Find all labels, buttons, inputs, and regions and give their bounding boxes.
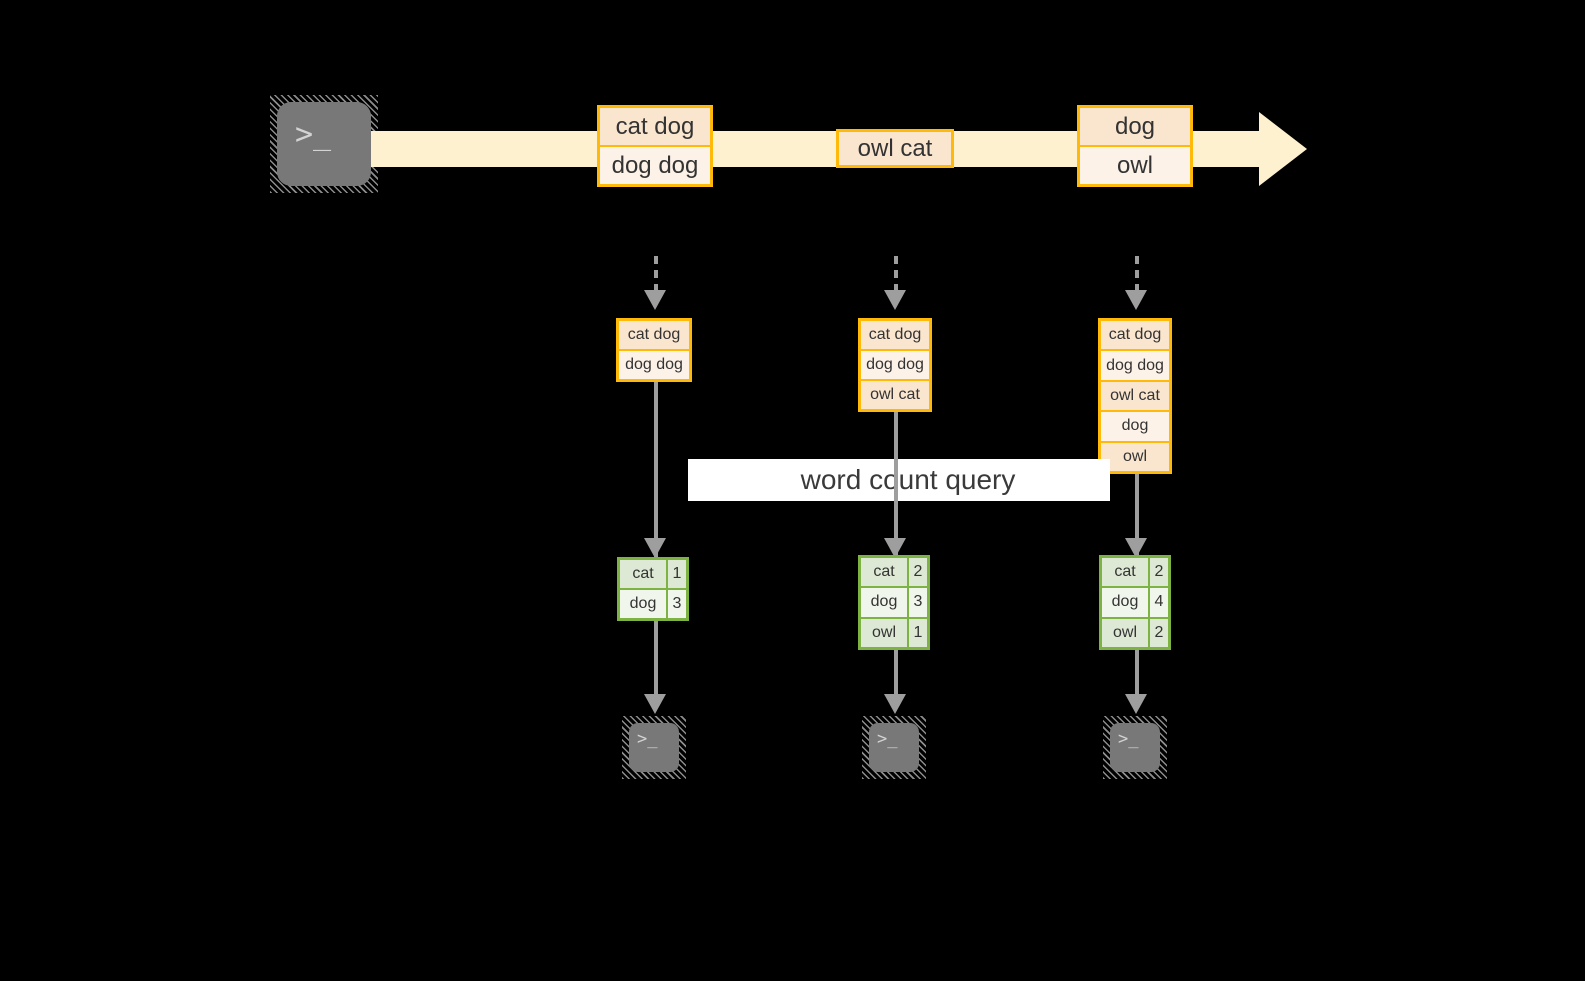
snapshot-trigger-arrowhead-icon-3 xyxy=(1125,290,1147,310)
source-terminal-icon: >_ xyxy=(270,95,378,193)
stream-event-line: owl cat xyxy=(839,132,951,165)
table-row: cat 1 xyxy=(620,560,686,590)
snapshot-row: cat dog xyxy=(861,321,929,351)
result-count: 1 xyxy=(668,560,686,588)
snapshot-row: dog dog xyxy=(1101,351,1169,382)
stream-arrow-head-icon xyxy=(1259,112,1307,186)
query-arrowhead-icon-1 xyxy=(644,538,666,558)
query-arrowhead-icon-3 xyxy=(1125,538,1147,558)
terminal-prompt-glyph: >_ xyxy=(1118,729,1139,749)
result-word: dog xyxy=(620,590,668,618)
stream-event-line: dog dog xyxy=(600,147,710,184)
sink-connector-3 xyxy=(1135,650,1139,697)
query-label: word count query xyxy=(800,464,1016,495)
sink-terminal-icon-1: >_ xyxy=(622,716,686,779)
snapshot-table-1: cat dog dog dog xyxy=(616,318,692,382)
sink-arrowhead-icon-2 xyxy=(884,694,906,714)
table-row: dog 4 xyxy=(1102,588,1168,619)
result-word: dog xyxy=(861,588,909,617)
result-word: owl xyxy=(1102,618,1150,647)
snapshot-row: owl cat xyxy=(861,381,929,409)
terminal-body xyxy=(1110,723,1160,772)
result-table-3: cat 2 dog 4 owl 2 xyxy=(1099,555,1171,650)
stream-event-3: dog owl xyxy=(1077,105,1193,187)
result-count: 2 xyxy=(1150,558,1168,587)
snapshot-trigger-connector-3 xyxy=(1135,256,1139,292)
result-word: cat xyxy=(861,558,909,587)
query-arrowhead-icon-2 xyxy=(884,538,906,558)
query-connector-3 xyxy=(1135,474,1139,558)
result-count: 4 xyxy=(1150,588,1168,617)
result-word: dog xyxy=(1102,588,1150,617)
terminal-prompt-glyph: >_ xyxy=(637,729,658,749)
snapshot-trigger-arrowhead-icon-2 xyxy=(884,290,906,310)
table-row: cat 2 xyxy=(1102,558,1168,589)
table-row: owl 1 xyxy=(861,618,927,647)
snapshot-row: dog dog xyxy=(861,351,929,381)
sink-arrowhead-icon-1 xyxy=(644,694,666,714)
stream-event-1: cat dog dog dog xyxy=(597,105,713,187)
result-word: cat xyxy=(620,560,668,588)
sink-connector-1 xyxy=(654,621,658,697)
snapshot-table-3: cat dog dog dog owl cat dog owl xyxy=(1098,318,1172,474)
snapshot-trigger-connector-2 xyxy=(894,256,898,292)
snapshot-row: owl xyxy=(1101,442,1169,472)
result-count: 3 xyxy=(668,590,686,618)
result-word: cat xyxy=(1102,558,1150,587)
snapshot-row: cat dog xyxy=(619,321,689,351)
query-connector-1 xyxy=(654,382,658,558)
query-label-band: word count query xyxy=(688,459,1110,501)
sink-terminal-icon-2: >_ xyxy=(862,716,926,779)
result-table-1: cat 1 dog 3 xyxy=(617,557,689,621)
snapshot-row: dog dog xyxy=(619,351,689,379)
table-row: cat 2 xyxy=(861,558,927,589)
result-word: owl xyxy=(861,618,909,647)
snapshot-table-2: cat dog dog dog owl cat xyxy=(858,318,932,412)
terminal-prompt-glyph: >_ xyxy=(877,729,898,749)
sink-terminal-icon-3: >_ xyxy=(1103,716,1167,779)
snapshot-trigger-arrowhead-icon-1 xyxy=(644,290,666,310)
stream-event-line: dog xyxy=(1080,108,1190,147)
stream-event-line: owl xyxy=(1080,147,1190,184)
terminal-body xyxy=(869,723,919,772)
table-row: dog 3 xyxy=(620,590,686,618)
snapshot-row: owl cat xyxy=(1101,381,1169,413)
terminal-body xyxy=(629,723,679,772)
stream-event-line: cat dog xyxy=(600,108,710,147)
snapshot-row: dog xyxy=(1101,412,1169,443)
snapshot-row: cat dog xyxy=(1101,321,1169,352)
result-count: 2 xyxy=(909,558,927,587)
sink-arrowhead-icon-3 xyxy=(1125,694,1147,714)
table-row: owl 2 xyxy=(1102,618,1168,647)
result-count: 2 xyxy=(1150,618,1168,647)
result-count: 3 xyxy=(909,588,927,617)
sink-connector-2 xyxy=(894,650,898,697)
stream-event-2: owl cat xyxy=(836,129,954,168)
result-table-2: cat 2 dog 3 owl 1 xyxy=(858,555,930,650)
terminal-body xyxy=(277,102,371,186)
terminal-prompt-glyph: >_ xyxy=(295,117,332,152)
query-connector-2 xyxy=(894,412,898,558)
snapshot-trigger-connector-1 xyxy=(654,256,658,292)
result-count: 1 xyxy=(909,618,927,647)
table-row: dog 3 xyxy=(861,588,927,619)
